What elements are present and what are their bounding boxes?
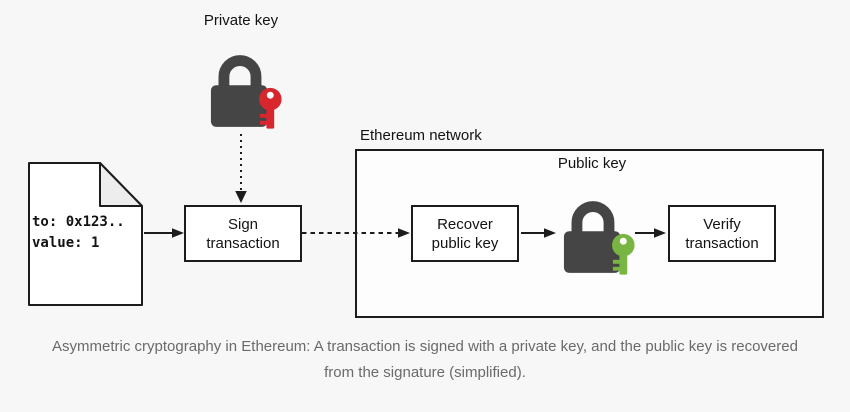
private-key-label: Private key <box>203 12 279 29</box>
arrow-sign-to-recover <box>302 228 410 238</box>
transaction-to-line: to: 0x123.. <box>32 214 125 230</box>
verify-transaction-box: Verify transaction <box>668 205 776 262</box>
verify-transaction-label: Verify transaction <box>685 215 759 252</box>
public-key-label: Public key <box>557 155 627 172</box>
transaction-document-text: to: 0x123.. value: 1 <box>32 212 125 254</box>
arrow-document-to-sign <box>144 228 184 238</box>
public-key-lock-icon <box>563 201 635 275</box>
arrow-public-key-to-verify <box>635 228 666 238</box>
recover-public-key-label: Recover public key <box>431 215 499 252</box>
arrow-private-key-to-sign <box>235 134 247 203</box>
transaction-document-shape <box>28 162 143 306</box>
green-key-icon <box>612 233 635 275</box>
red-key-icon <box>259 87 282 129</box>
ethereum-network-label: Ethereum network <box>360 127 482 144</box>
private-key-lock-icon <box>210 55 282 129</box>
figure-caption: Asymmetric cryptography in Ethereum: A t… <box>52 338 798 381</box>
sign-transaction-box: Sign transaction <box>184 205 302 262</box>
sign-transaction-label: Sign transaction <box>206 215 280 252</box>
folded-corner <box>99 162 143 207</box>
arrow-recover-to-public-key <box>521 228 556 238</box>
recover-public-key-box: Recover public key <box>411 205 519 262</box>
transaction-value-line: value: 1 <box>32 235 100 251</box>
